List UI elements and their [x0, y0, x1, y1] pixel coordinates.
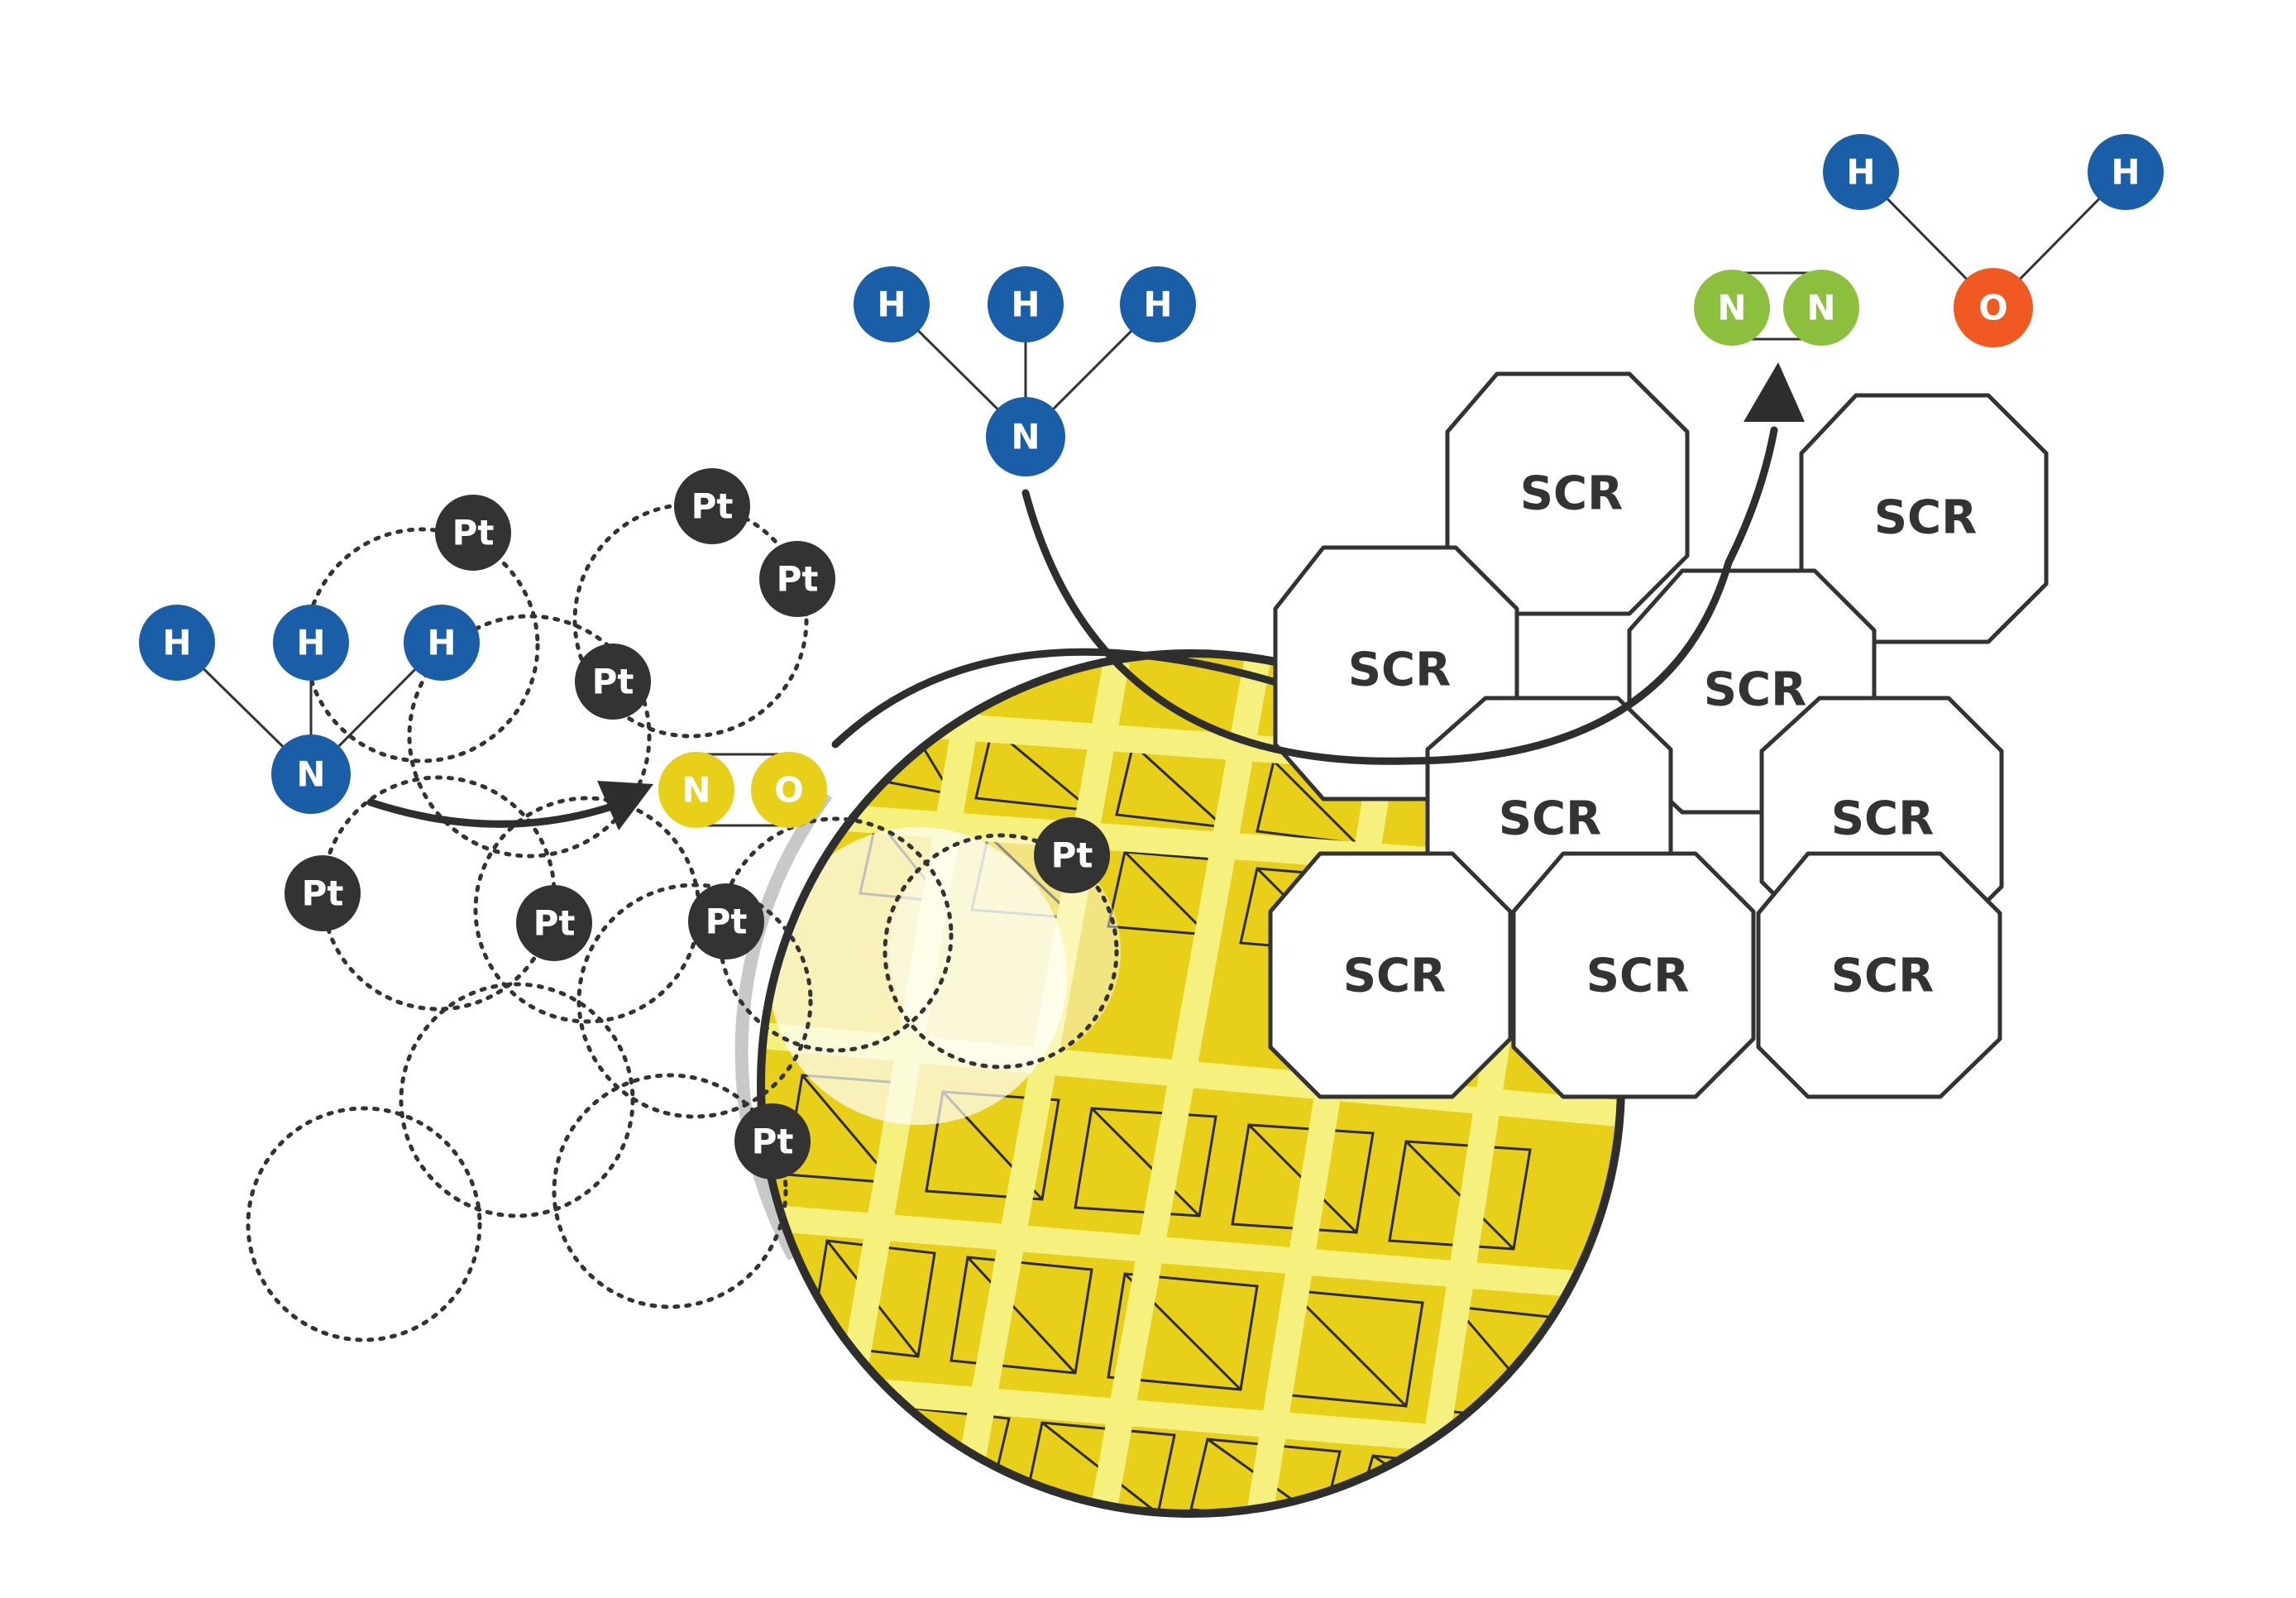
scr-octagon: SCR	[1445, 371, 1690, 616]
svg-text:SCR: SCR	[1831, 950, 1935, 1003]
platinum-atoms: Pt Pt Pt Pt Pt Pt Pt Pt Pt	[285, 468, 1110, 1179]
pt-atom: Pt	[575, 644, 651, 720]
pt-atom: Pt	[435, 495, 511, 571]
svg-text:N: N	[1717, 288, 1746, 328]
hydrogen-atom: H	[988, 266, 1064, 342]
svg-text:Pt: Pt	[1051, 835, 1093, 876]
svg-text:H: H	[162, 623, 191, 663]
scr-octagon: SCR	[1799, 393, 2049, 644]
catalyst-highlight-2	[889, 835, 1121, 1067]
hydrogen-atom: H	[2088, 134, 2164, 210]
svg-text:SCR: SCR	[1520, 467, 1624, 521]
svg-text:H: H	[1011, 285, 1040, 325]
hydrogen-atom: H	[1120, 266, 1196, 342]
svg-text:H: H	[1143, 285, 1172, 325]
svg-text:Pt: Pt	[302, 873, 344, 914]
svg-text:N: N	[296, 754, 325, 795]
pt-atom: Pt	[1034, 817, 1110, 893]
svg-text:SCR: SCR	[1704, 663, 1807, 717]
svg-text:Pt: Pt	[452, 513, 495, 553]
nitrogen-atom: N	[1783, 270, 1859, 346]
hydrogen-atom: H	[273, 605, 349, 681]
pt-atom: Pt	[674, 468, 750, 544]
svg-text:Pt: Pt	[752, 1122, 794, 1162]
nitrogen-gas-molecule: N N	[1694, 270, 1859, 346]
svg-text:H: H	[296, 623, 325, 663]
hydrogen-atom: H	[404, 605, 480, 681]
oxygen-atom: O	[1954, 268, 2033, 347]
svg-text:H: H	[877, 285, 906, 325]
svg-text:Pt: Pt	[533, 903, 576, 944]
svg-text:SCR: SCR	[1343, 950, 1447, 1003]
pt-atom: Pt	[285, 855, 361, 931]
svg-text:SCR: SCR	[1499, 792, 1602, 846]
water-molecule: H H O	[1823, 134, 2164, 347]
curved-arc-arrow-icon	[831, 648, 1294, 749]
pt-atom: Pt	[734, 1103, 811, 1179]
nitrogen-atom: N	[986, 397, 1065, 476]
svg-text:SCR: SCR	[1348, 644, 1452, 697]
scr-catalyst-cluster: SCR SCR SCR SCR SCR SCR SCR SCR	[1268, 371, 2049, 1099]
nitrogen-atom: N	[1694, 270, 1770, 346]
svg-text:N: N	[1011, 417, 1040, 457]
svg-text:H: H	[427, 623, 456, 663]
svg-text:O: O	[774, 770, 804, 811]
nitrogen-atom: N	[658, 752, 734, 828]
curved-arrow-right-icon	[366, 781, 653, 830]
svg-text:Pt: Pt	[691, 486, 734, 527]
ammonia-molecule-top: H H H N	[854, 266, 1196, 476]
pt-atom: Pt	[688, 883, 764, 959]
svg-text:SCR: SCR	[1586, 950, 1690, 1003]
svg-text:H: H	[2111, 152, 2140, 193]
svg-text:O: O	[1978, 288, 2008, 328]
catalyst-shadow-edge	[734, 790, 833, 1261]
oxygen-atom: O	[751, 752, 827, 828]
svg-text:Pt: Pt	[706, 902, 748, 942]
hydrogen-atom: H	[1823, 134, 1899, 210]
curved-arrow-up-icon	[1021, 362, 1805, 765]
nitric-oxide-molecule: N O	[658, 752, 827, 828]
pt-atom: Pt	[759, 541, 835, 617]
svg-text:H: H	[1846, 152, 1875, 193]
svg-text:N: N	[682, 770, 710, 811]
svg-text:Pt: Pt	[777, 559, 819, 600]
pt-atom: Pt	[516, 885, 592, 961]
svg-text:Pt: Pt	[592, 662, 634, 702]
scr-octagon: SCR	[1756, 851, 2002, 1099]
ammonia-molecule-left: H H H N	[139, 605, 480, 814]
nitrogen-atom: N	[271, 734, 351, 814]
hydrogen-atom: H	[139, 605, 215, 681]
svg-text:SCR: SCR	[1874, 491, 1978, 545]
scr-octagon: SCR	[1268, 851, 1513, 1099]
hydrogen-atom: H	[854, 266, 930, 342]
scr-octagon: SCR	[1511, 851, 1756, 1099]
svg-text:N: N	[1806, 288, 1835, 328]
svg-text:SCR: SCR	[1831, 792, 1935, 846]
